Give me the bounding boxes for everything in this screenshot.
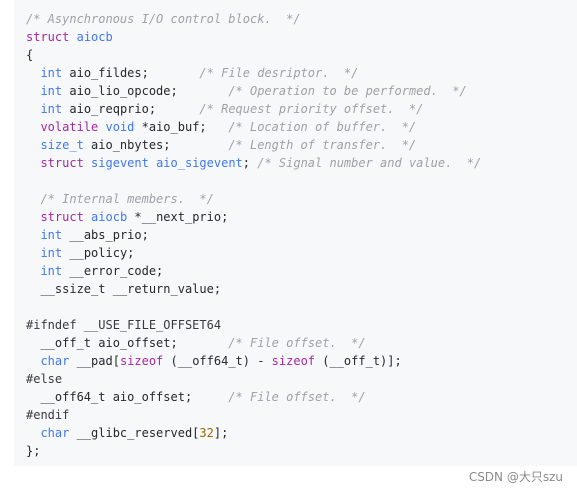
code-line: #ifndef __USE_FILE_OFFSET64 [26,318,222,332]
code-line: ​ [26,172,481,190]
code-line: __off_t aio_offset; /* File offset. */ [26,336,366,350]
code-line: __off64_t aio_offset; /* File offset. */ [26,390,366,404]
code-line: { [26,48,34,62]
code-line: /* Internal members. */ [40,192,214,206]
code-line: struct sigevent aio_sigevent; /* Signal … [40,156,482,170]
watermark: CSDN @大只szu [468,470,563,484]
code-line: volatile void *aio_buf; /* Location of b… [40,120,417,134]
code-line: int aio_lio_opcode; /* Operation to be p… [40,84,467,98]
code-block[interactable]: /* Asynchronous I/O control block. */ str… [14,0,577,466]
code-line: __ssize_t __return_value; [26,282,222,296]
code-line: int aio_reqprio; /* Request priority off… [40,102,424,116]
code-line: int __error_code; [40,264,164,278]
code-line: int __policy; [40,246,135,260]
code-line: /* Asynchronous I/O control block. */ [26,12,301,26]
code-line: char __glibc_reserved[32]; [40,426,229,440]
code-listing: /* Asynchronous I/O control block. */ str… [26,10,481,460]
code-line: ​ [26,298,481,316]
code-line: int __abs_prio; [40,228,149,242]
code-line: #endif [26,408,70,422]
code-line: struct aiocb [26,30,113,44]
code-line: struct aiocb *__next_prio; [40,210,229,224]
code-line: size_t aio_nbytes; /* Length of transfer… [40,138,417,152]
code-line: char __pad[sizeof (__off64_t) - sizeof (… [40,354,402,368]
code-line: #else [26,372,63,386]
code-line: }; [26,444,41,458]
code-line: int aio_fildes; /* File desriptor. */ [40,66,359,80]
